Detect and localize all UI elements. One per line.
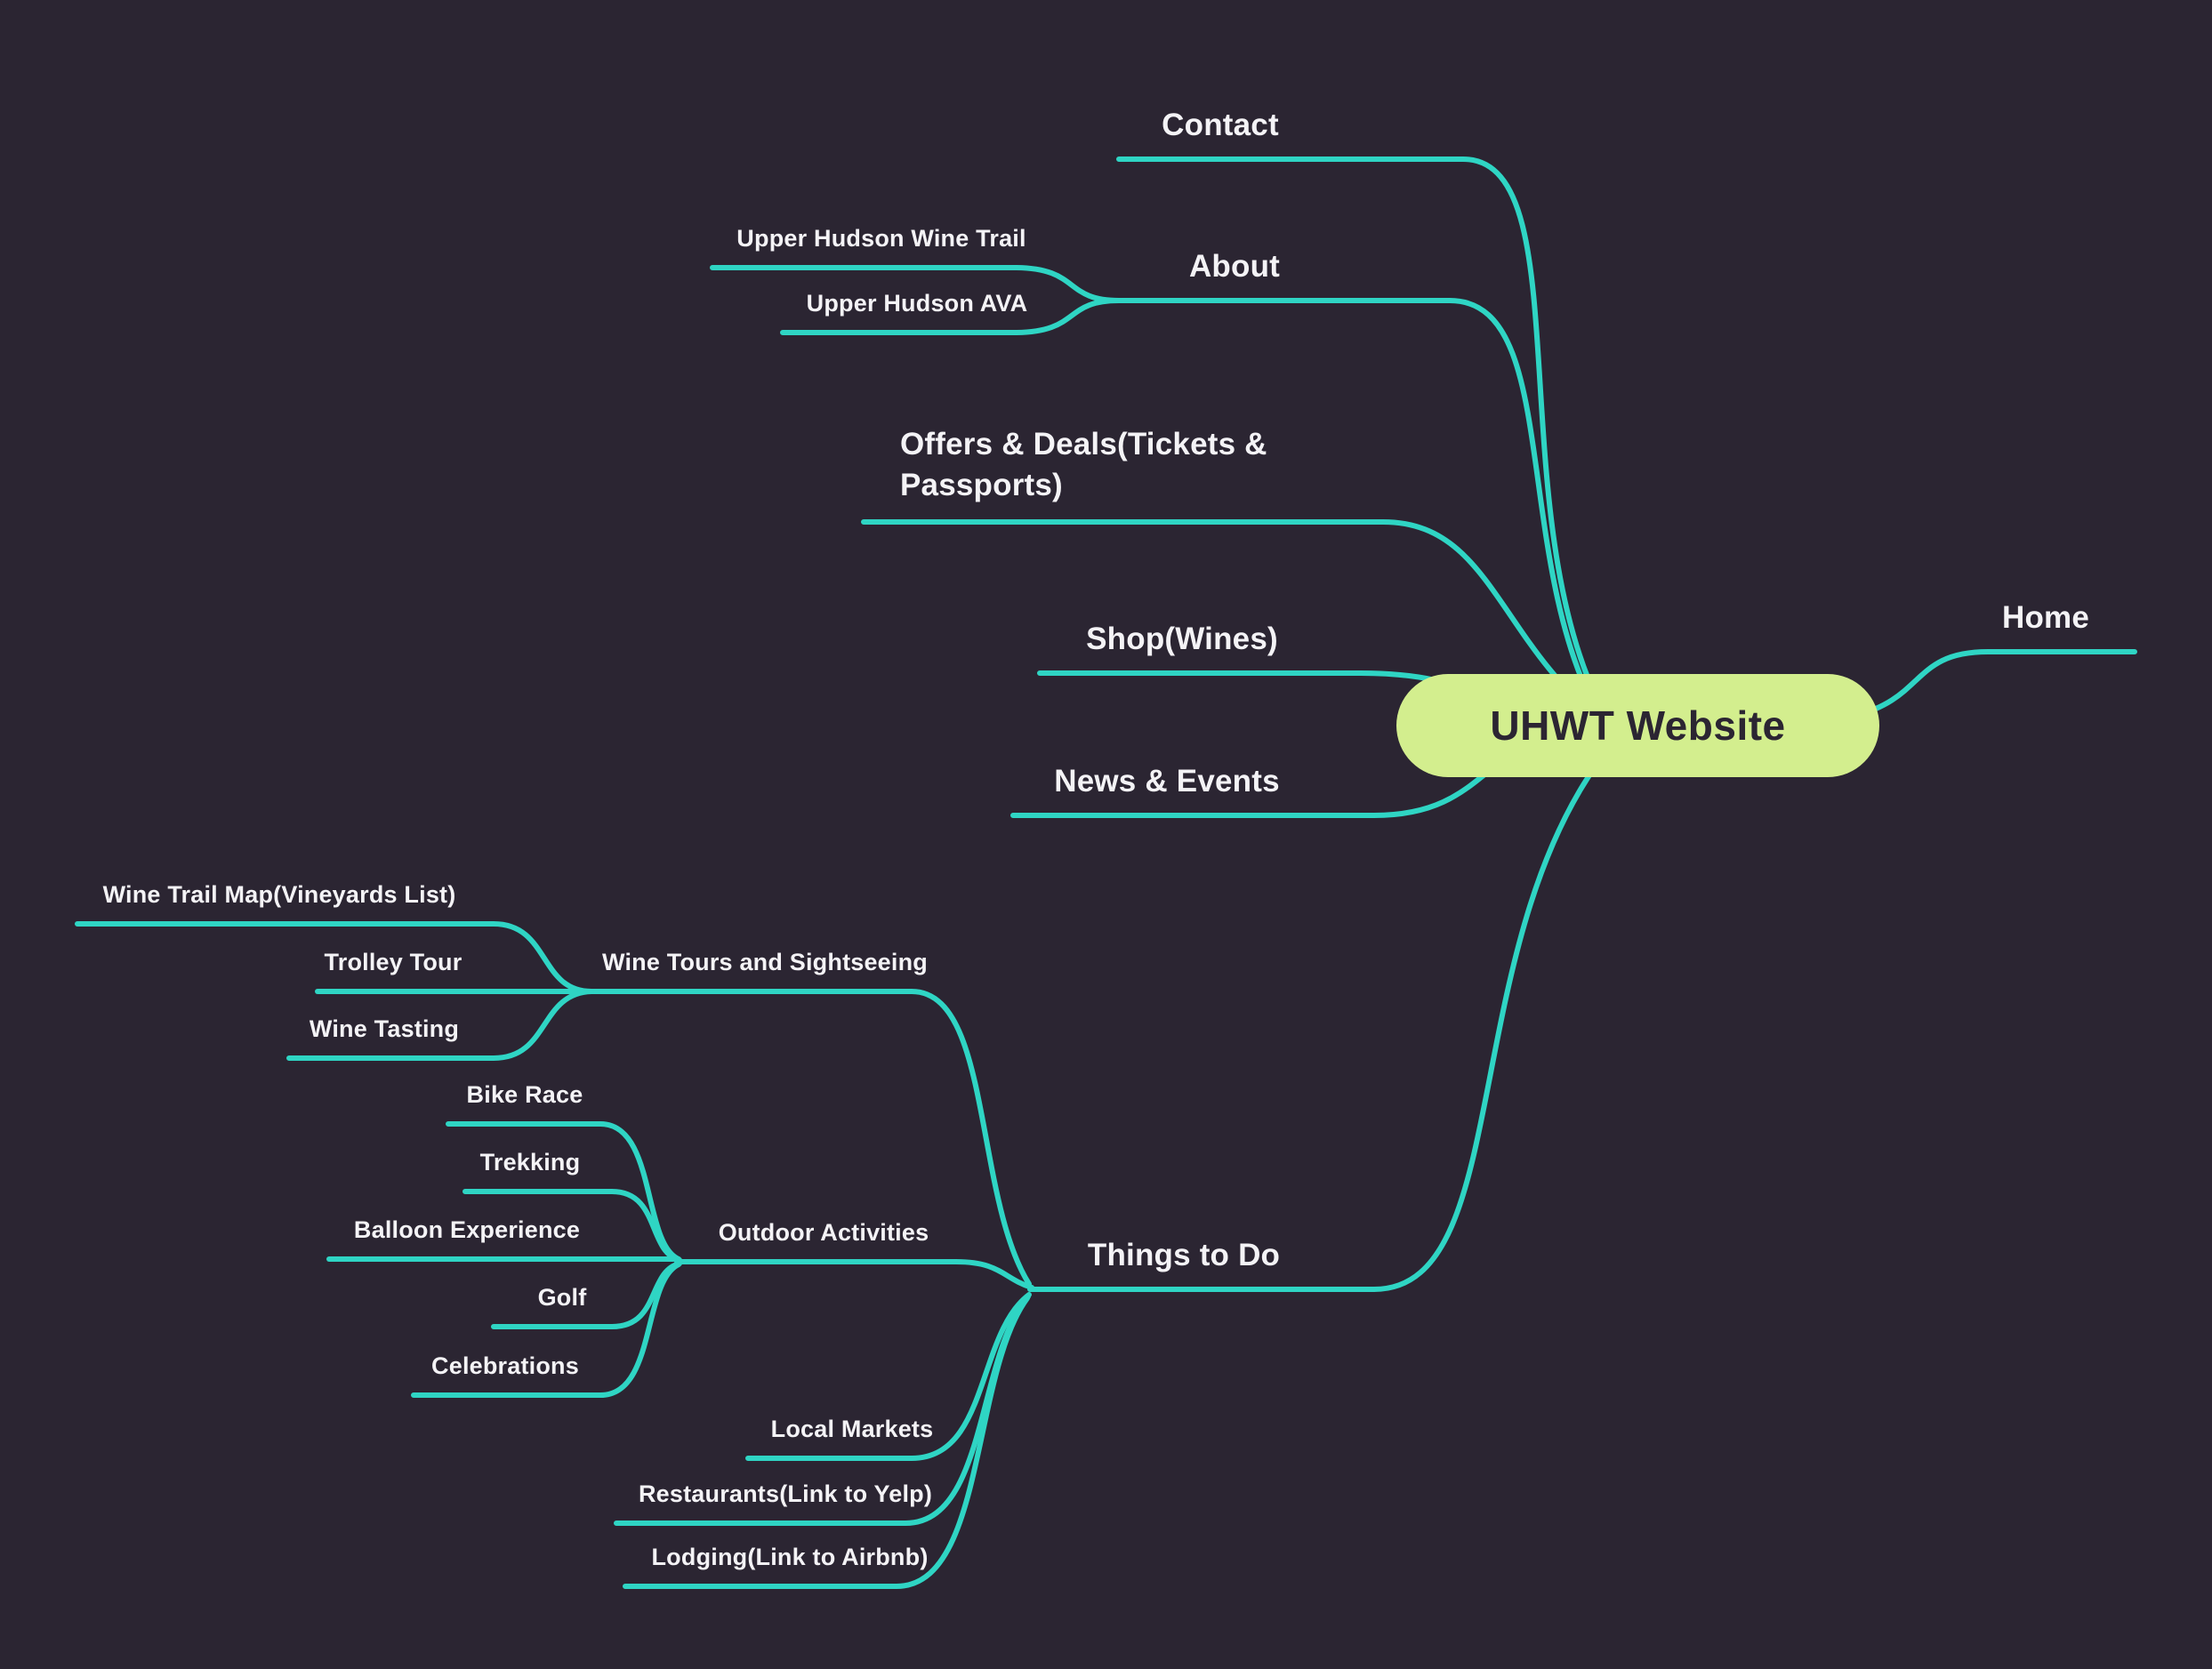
branch-line-celebrations [411, 1262, 681, 1398]
node-wine-tasting[interactable]: Wine Tasting [309, 1015, 460, 1042]
branch-line-trekking [463, 1189, 682, 1263]
branch-line-lodging [623, 1296, 1030, 1589]
node-offers-deals[interactable]: Offers & Deals(Tickets & Passports) [900, 427, 1267, 503]
branch-line-wine-trail [710, 265, 1122, 303]
branch-line-ava [780, 298, 1122, 335]
branch-line-home [1852, 649, 2137, 718]
branch-line-bike-race [446, 1121, 681, 1262]
branch-line-wine-tours [587, 989, 1032, 1287]
node-golf[interactable]: Golf [537, 1284, 587, 1311]
node-bike-race[interactable]: Bike Race [466, 1081, 583, 1108]
node-trolley-tour[interactable]: Trolley Tour [324, 949, 463, 975]
node-outdoor-activities[interactable]: Outdoor Activities [718, 1219, 929, 1246]
node-news-events[interactable]: News & Events [1054, 764, 1280, 798]
node-contact[interactable]: Contact [1162, 108, 1279, 142]
root-node-uhwt-website[interactable]: UHWT Website [1396, 674, 1879, 777]
branch-line-outdoor [674, 1259, 1034, 1290]
node-celebrations[interactable]: Celebrations [431, 1352, 579, 1379]
branch-line-wine-trail-map [75, 921, 594, 994]
branch-line-about [1112, 298, 1599, 714]
branch-line-local-markets [745, 1292, 1032, 1461]
node-lodging[interactable]: Lodging(Link to Airbnb) [651, 1544, 929, 1570]
branch-line-wine-tasting [286, 989, 594, 1061]
branch-line-contact [1116, 156, 1599, 701]
node-wine-trail-map[interactable]: Wine Trail Map(Vineyards List) [102, 881, 456, 908]
node-restaurants[interactable]: Restaurants(Link to Yelp) [638, 1480, 933, 1507]
node-things-to-do[interactable]: Things to Do [1087, 1238, 1281, 1272]
node-upper-hudson-ava[interactable]: Upper Hudson AVA [806, 290, 1028, 317]
node-shop-wines[interactable]: Shop(Wines) [1086, 622, 1278, 656]
node-local-markets[interactable]: Local Markets [770, 1416, 934, 1442]
node-trekking[interactable]: Trekking [479, 1149, 581, 1176]
node-wine-tours-sightseeing[interactable]: Wine Tours and Sightseeing [602, 949, 928, 975]
node-home[interactable]: Home [2001, 600, 2090, 635]
node-balloon-experience[interactable]: Balloon Experience [353, 1216, 581, 1243]
node-about[interactable]: About [1188, 249, 1281, 284]
branch-line-things-to-do [1027, 762, 1599, 1292]
node-upper-hudson-wine-trail[interactable]: Upper Hudson Wine Trail [736, 225, 1026, 252]
